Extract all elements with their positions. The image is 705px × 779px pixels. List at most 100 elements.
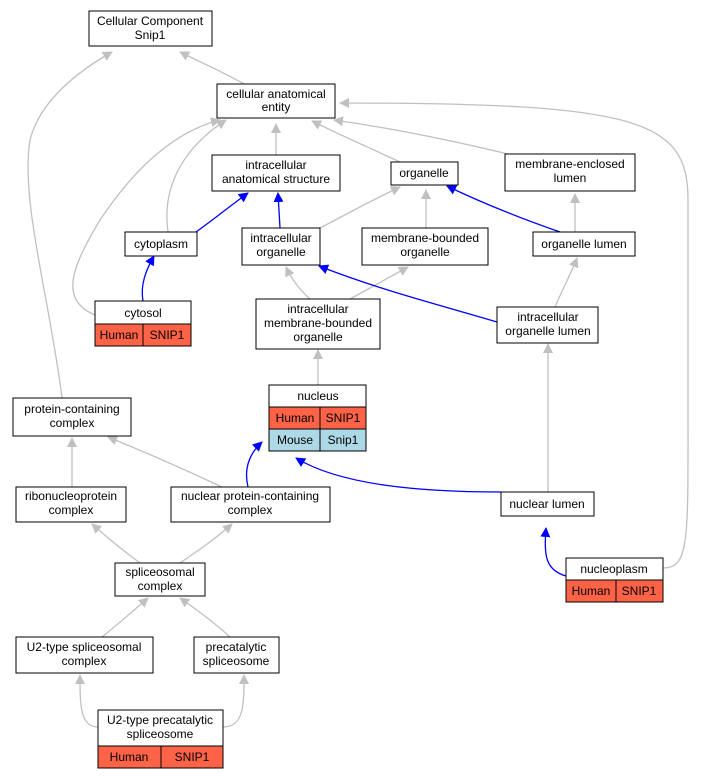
svg-text:cytoplasm: cytoplasm [134,237,188,251]
edge-imbo-to-mbo [349,266,409,300]
edge-io-to-ias [273,192,284,229]
edge-sc-to-rnp [91,523,141,564]
node-nucleus[interactable]: nucleus Human SNIP1 Mouse Snip1 [268,384,367,452]
node-organelle-lumen[interactable]: organelle lumen [532,231,636,257]
svg-text:organelle: organelle [399,166,449,180]
svg-text:anatomical structure: anatomical structure [222,172,330,186]
svg-text:cytosol: cytosol [124,306,161,320]
edge-imbo-to-io [285,266,311,300]
edge-npcc-to-pcc [107,435,223,488]
svg-text:membrane-enclosed: membrane-enclosed [515,157,624,171]
svg-text:cellular anatomical: cellular anatomical [226,87,325,101]
node-cellular-component-snip1[interactable]: Cellular Component Snip1 [88,10,213,47]
edge-cytosol-to-cae [72,117,221,316]
svg-text:membrane-bounded: membrane-bounded [264,316,372,330]
svg-text:protein-containing: protein-containing [24,402,119,416]
edge-cytoplasm-to-cae [166,119,227,233]
edge-nl-to-nucleus [295,457,502,493]
edge-u2ps-to-ps [222,674,249,728]
node-organelle[interactable]: organelle [390,161,459,186]
svg-text:entity: entity [262,100,291,114]
edge-ps-to-sc [179,597,231,638]
node-membrane-bounded-organelle[interactable]: membrane-bounded organelle [361,227,489,266]
edge-mel-to-cae [333,116,509,155]
gene-cell-snip1 [615,579,664,603]
svg-text:organelle: organelle [400,245,450,259]
edge-iol-to-io [318,264,498,323]
svg-text:Human: Human [110,750,149,764]
gene-cell-snip1-mouse [319,428,367,452]
svg-text:U2-type spliceosomal: U2-type spliceosomal [27,640,142,654]
svg-text:ribonucleoprotein: ribonucleoprotein [25,489,117,503]
svg-text:Mouse: Mouse [277,433,313,447]
svg-text:intracellular: intracellular [250,231,311,245]
svg-text:precatalytic: precatalytic [206,640,267,654]
svg-text:complex: complex [138,579,183,593]
node-intracellular-anatomical-structure[interactable]: intracellular anatomical structure [211,154,341,192]
svg-text:Human: Human [100,328,139,342]
svg-text:Human: Human [572,584,611,598]
svg-text:complex: complex [62,654,107,668]
svg-text:intracellular: intracellular [517,310,578,324]
edge-cae-to-cc [179,51,245,85]
node-intracellular-membrane-bounded-organelle[interactable]: intracellular membrane-bounded organelle [255,298,381,350]
node-intracellular-organelle[interactable]: intracellular organelle [241,227,321,266]
node-protein-containing-complex[interactable]: protein-containing complex [12,397,132,437]
node-nucleoplasm[interactable]: nucleoplasm Human SNIP1 [565,557,664,603]
svg-text:SNIP1: SNIP1 [622,584,657,598]
svg-text:complex: complex [228,503,273,517]
svg-text:SNIP1: SNIP1 [326,411,361,425]
svg-text:nuclear lumen: nuclear lumen [509,497,584,511]
svg-text:Human: Human [276,411,315,425]
svg-text:Snip1: Snip1 [135,28,166,42]
svg-text:organelle lumen: organelle lumen [541,237,626,251]
svg-text:organelle lumen: organelle lumen [505,324,590,338]
gene-cell-snip1 [160,745,224,769]
svg-text:nuclear protein-containing: nuclear protein-containing [181,489,319,503]
edge-cytosol-to-cytoplasm [141,255,155,302]
svg-text:SNIP1: SNIP1 [150,328,185,342]
node-u2-type-spliceosomal-complex[interactable]: U2-type spliceosomal complex [15,636,154,674]
node-membrane-enclosed-lumen[interactable]: membrane-enclosed lumen [504,153,636,192]
svg-text:intracellular: intracellular [245,158,306,172]
svg-text:lumen: lumen [554,171,587,185]
svg-text:nucleoplasm: nucleoplasm [580,562,647,576]
edge-sc-to-npcc [179,523,233,564]
node-spliceosomal-complex[interactable]: spliceosomal complex [114,562,206,597]
svg-text:spliceosomal: spliceosomal [125,565,194,579]
node-nuclear-lumen[interactable]: nuclear lumen [500,491,595,517]
svg-text:SNIP1: SNIP1 [175,750,210,764]
edge-cytoplasm-to-ias [195,192,249,233]
node-u2-type-precatalytic-spliceosome[interactable]: U2-type precatalytic spliceosome Human S… [97,709,224,769]
svg-text:spliceosome: spliceosome [203,654,270,668]
edge-nucleoplasm-to-cae [339,98,689,569]
gene-cell-snip1 [142,323,192,347]
svg-text:complex: complex [49,503,94,517]
nodes: Cellular Component Snip1 cellular anatom… [12,10,664,769]
edge-nucleoplasm-to-nl [540,527,567,577]
node-cytosol[interactable]: cytosol Human SNIP1 [94,300,192,347]
svg-text:nucleus: nucleus [297,389,338,403]
svg-text:U2-type precatalytic: U2-type precatalytic [107,713,213,727]
svg-text:organelle: organelle [256,245,306,259]
svg-text:organelle: organelle [293,330,343,344]
svg-text:membrane-bounded: membrane-bounded [371,231,479,245]
svg-text:Snip1: Snip1 [328,433,359,447]
svg-text:spliceosome: spliceosome [127,727,194,741]
node-cytoplasm[interactable]: cytoplasm [124,231,198,257]
node-precatalytic-spliceosome[interactable]: precatalytic spliceosome [193,636,280,674]
edge-ol-to-organelle [446,185,561,233]
node-ribonucleoprotein-complex[interactable]: ribonucleoprotein complex [15,486,127,523]
svg-text:intracellular: intracellular [287,302,348,316]
edge-iol-to-ol [554,257,579,308]
svg-text:Cellular Component: Cellular Component [97,14,204,28]
edge-u2ps-to-u2sc [75,674,99,728]
edge-u2sc-to-sc [101,597,149,638]
node-intracellular-organelle-lumen[interactable]: intracellular organelle lumen [496,306,599,344]
node-nuclear-protein-containing-complex[interactable]: nuclear protein-containing complex [170,486,331,523]
node-cellular-anatomical-entity[interactable]: cellular anatomical entity [216,83,336,119]
edge-io-to-organelle [319,186,401,229]
svg-text:complex: complex [50,416,95,430]
edge-pcc-to-cc [27,51,113,399]
